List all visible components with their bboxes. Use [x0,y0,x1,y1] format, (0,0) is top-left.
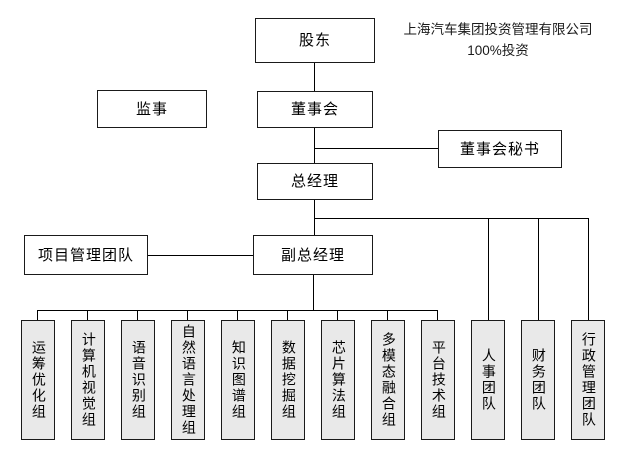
node-deputy-general-manager[interactable]: 副总经理 [253,235,373,275]
leaf-node-3-label: 语音识别组 [130,340,147,420]
leaf-node-4-label: 自然语言处理组 [180,324,197,436]
leaf-node-10-label: 人事团队 [480,348,497,412]
investment-annotation: 上海汽车集团投资管理有限公司 100%投资 [389,20,607,62]
node-project-management-team[interactable]: 项目管理团队 [24,235,148,275]
leaf-node-1[interactable]: 运筹优化组 [21,320,55,440]
leaf-node-4[interactable]: 自然语言处理组 [171,320,205,440]
node-shareholder[interactable]: 股东 [255,18,375,63]
node-supervisor-label: 监事 [135,100,168,118]
connector-gm-stub [314,200,315,218]
leaf-node-9[interactable]: 平台技术组 [421,320,455,440]
investment-annotation-line1: 上海汽车集团投资管理有限公司 [403,22,593,37]
connector-deputy-stub [313,275,314,310]
node-general-manager[interactable]: 总经理 [257,163,373,200]
connector-deputy-to-leaf-1 [37,310,38,320]
connector-gm-bus [314,218,589,219]
leaf-node-3[interactable]: 语音识别组 [121,320,155,440]
leaf-node-2[interactable]: 计算机视觉组 [71,320,105,440]
leaf-node-11-label: 财务团队 [530,348,547,412]
connector-pmt-deputy [148,255,253,256]
node-deputy-general-manager-label: 副总经理 [280,246,345,264]
connector-gm-to-hr-team [488,218,489,320]
connector-deputy-to-leaf-5 [237,310,238,320]
leaf-node-12[interactable]: 行政管理团队 [571,320,605,440]
connector-deputy-to-leaf-3 [137,310,138,320]
node-supervisor[interactable]: 监事 [97,90,207,128]
connector-deputy-to-leaf-8 [387,310,388,320]
connector-board-secretary-horizontal [314,148,438,149]
leaf-node-10[interactable]: 人事团队 [471,320,505,440]
connector-deputy-to-leaf-4 [187,310,188,320]
leaf-node-6[interactable]: 数据挖掘组 [271,320,305,440]
leaf-node-12-label: 行政管理团队 [580,332,597,428]
connector-deputy-to-leaf-2 [87,310,88,320]
node-board-secretary-label: 董事会秘书 [459,140,540,158]
connector-board-gm [314,128,315,163]
connector-gm-to-admin-team [588,218,589,320]
leaf-node-1-label: 运筹优化组 [30,340,47,420]
leaf-node-11[interactable]: 财务团队 [521,320,555,440]
leaf-node-7-label: 芯片算法组 [330,340,347,420]
investment-annotation-line2: 100%投资 [467,42,529,58]
leaf-node-7[interactable]: 芯片算法组 [321,320,355,440]
leaf-node-8-label: 多模态融合组 [380,332,397,428]
node-project-management-team-label: 项目管理团队 [37,246,134,264]
leaf-node-8[interactable]: 多模态融合组 [371,320,405,440]
node-shareholder-label: 股东 [298,32,331,49]
connector-deputy-to-leaf-9 [437,310,438,320]
node-board[interactable]: 董事会 [257,91,373,128]
connector-gm-deputy [314,218,315,235]
leaf-node-5[interactable]: 知识图谱组 [221,320,255,440]
connector-deputy-to-leaf-6 [287,310,288,320]
node-board-secretary[interactable]: 董事会秘书 [438,130,562,168]
leaf-node-5-label: 知识图谱组 [230,340,247,420]
node-general-manager-label: 总经理 [290,173,339,190]
connector-deputy-to-leaf-7 [337,310,338,320]
connector-shareholder-board [314,63,315,91]
leaf-node-2-label: 计算机视觉组 [80,332,97,428]
leaf-node-6-label: 数据挖掘组 [280,340,297,420]
connector-gm-to-finance-team [538,218,539,320]
leaf-node-9-label: 平台技术组 [430,340,447,420]
node-board-label: 董事会 [290,101,339,118]
